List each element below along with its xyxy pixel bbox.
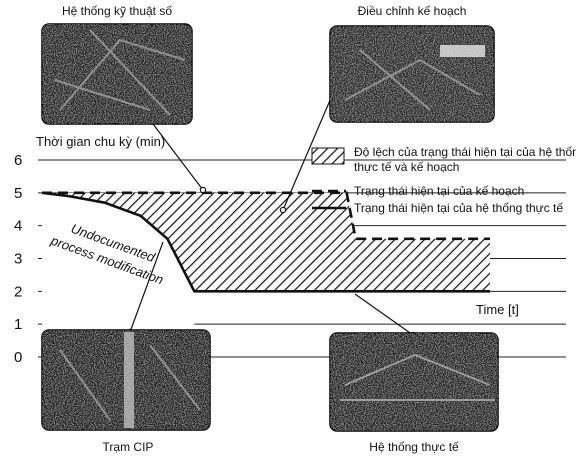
- legend-swatch-deviation: [311, 147, 345, 165]
- legend-label-plan: Trạng thái hiện tại của kế hoạch: [354, 184, 524, 198]
- legend-label-deviation-2: thực tế và kế hoạch: [354, 160, 459, 174]
- y-tick-0: 0: [14, 349, 22, 366]
- caption-top-left: Hệ thống kỹ thuật số: [62, 4, 172, 18]
- plan-line: [42, 191, 490, 241]
- connectors: [129, 83, 414, 336]
- y-tick-3: 3: [14, 251, 22, 268]
- connector-dot-digital: [199, 186, 207, 194]
- y-tick-2: 2: [14, 283, 22, 300]
- y-tick-6: 6: [14, 152, 22, 169]
- y-tick-labels: 0 1 2 3 4 5 6: [14, 152, 22, 366]
- caption-top-right: Điều chỉnh kế hoạch: [358, 4, 467, 18]
- x-axis-label: Time [t]: [476, 302, 519, 317]
- connector-digital: [149, 119, 204, 191]
- caption-bottom-left: Trạm CIP: [103, 440, 154, 454]
- y-tick-5: 5: [14, 185, 22, 202]
- connector-cip: [129, 241, 164, 333]
- y-axis-label: Thời gian chu kỳ (min): [36, 134, 165, 149]
- photo-top-right: [329, 25, 495, 123]
- legend-label-deviation-1: Độ lệch của trạng thái hiện tại của hệ t…: [354, 145, 576, 159]
- y-tick-4: 4: [14, 218, 22, 235]
- connector-plan-adjust: [282, 83, 338, 211]
- actual-under-curve: [42, 192, 195, 357]
- y-tick-1: 1: [14, 316, 22, 333]
- legend-label-actual: Trạng thái hiện tại của hệ thống thực tế: [354, 201, 563, 215]
- connector-real: [354, 293, 414, 336]
- photo-bottom-left: [41, 329, 211, 431]
- connector-dot-plan-adjust: [279, 206, 287, 214]
- photo-bottom-right: [329, 332, 499, 432]
- actual-line: [41, 191, 490, 293]
- deviation-area: [42, 192, 490, 292]
- photo-top-left: [41, 23, 193, 125]
- caption-bottom-right: Hệ thống thực tế: [369, 440, 459, 454]
- legend: Độ lệch của trạng thái hiện tại của hệ t…: [311, 145, 576, 215]
